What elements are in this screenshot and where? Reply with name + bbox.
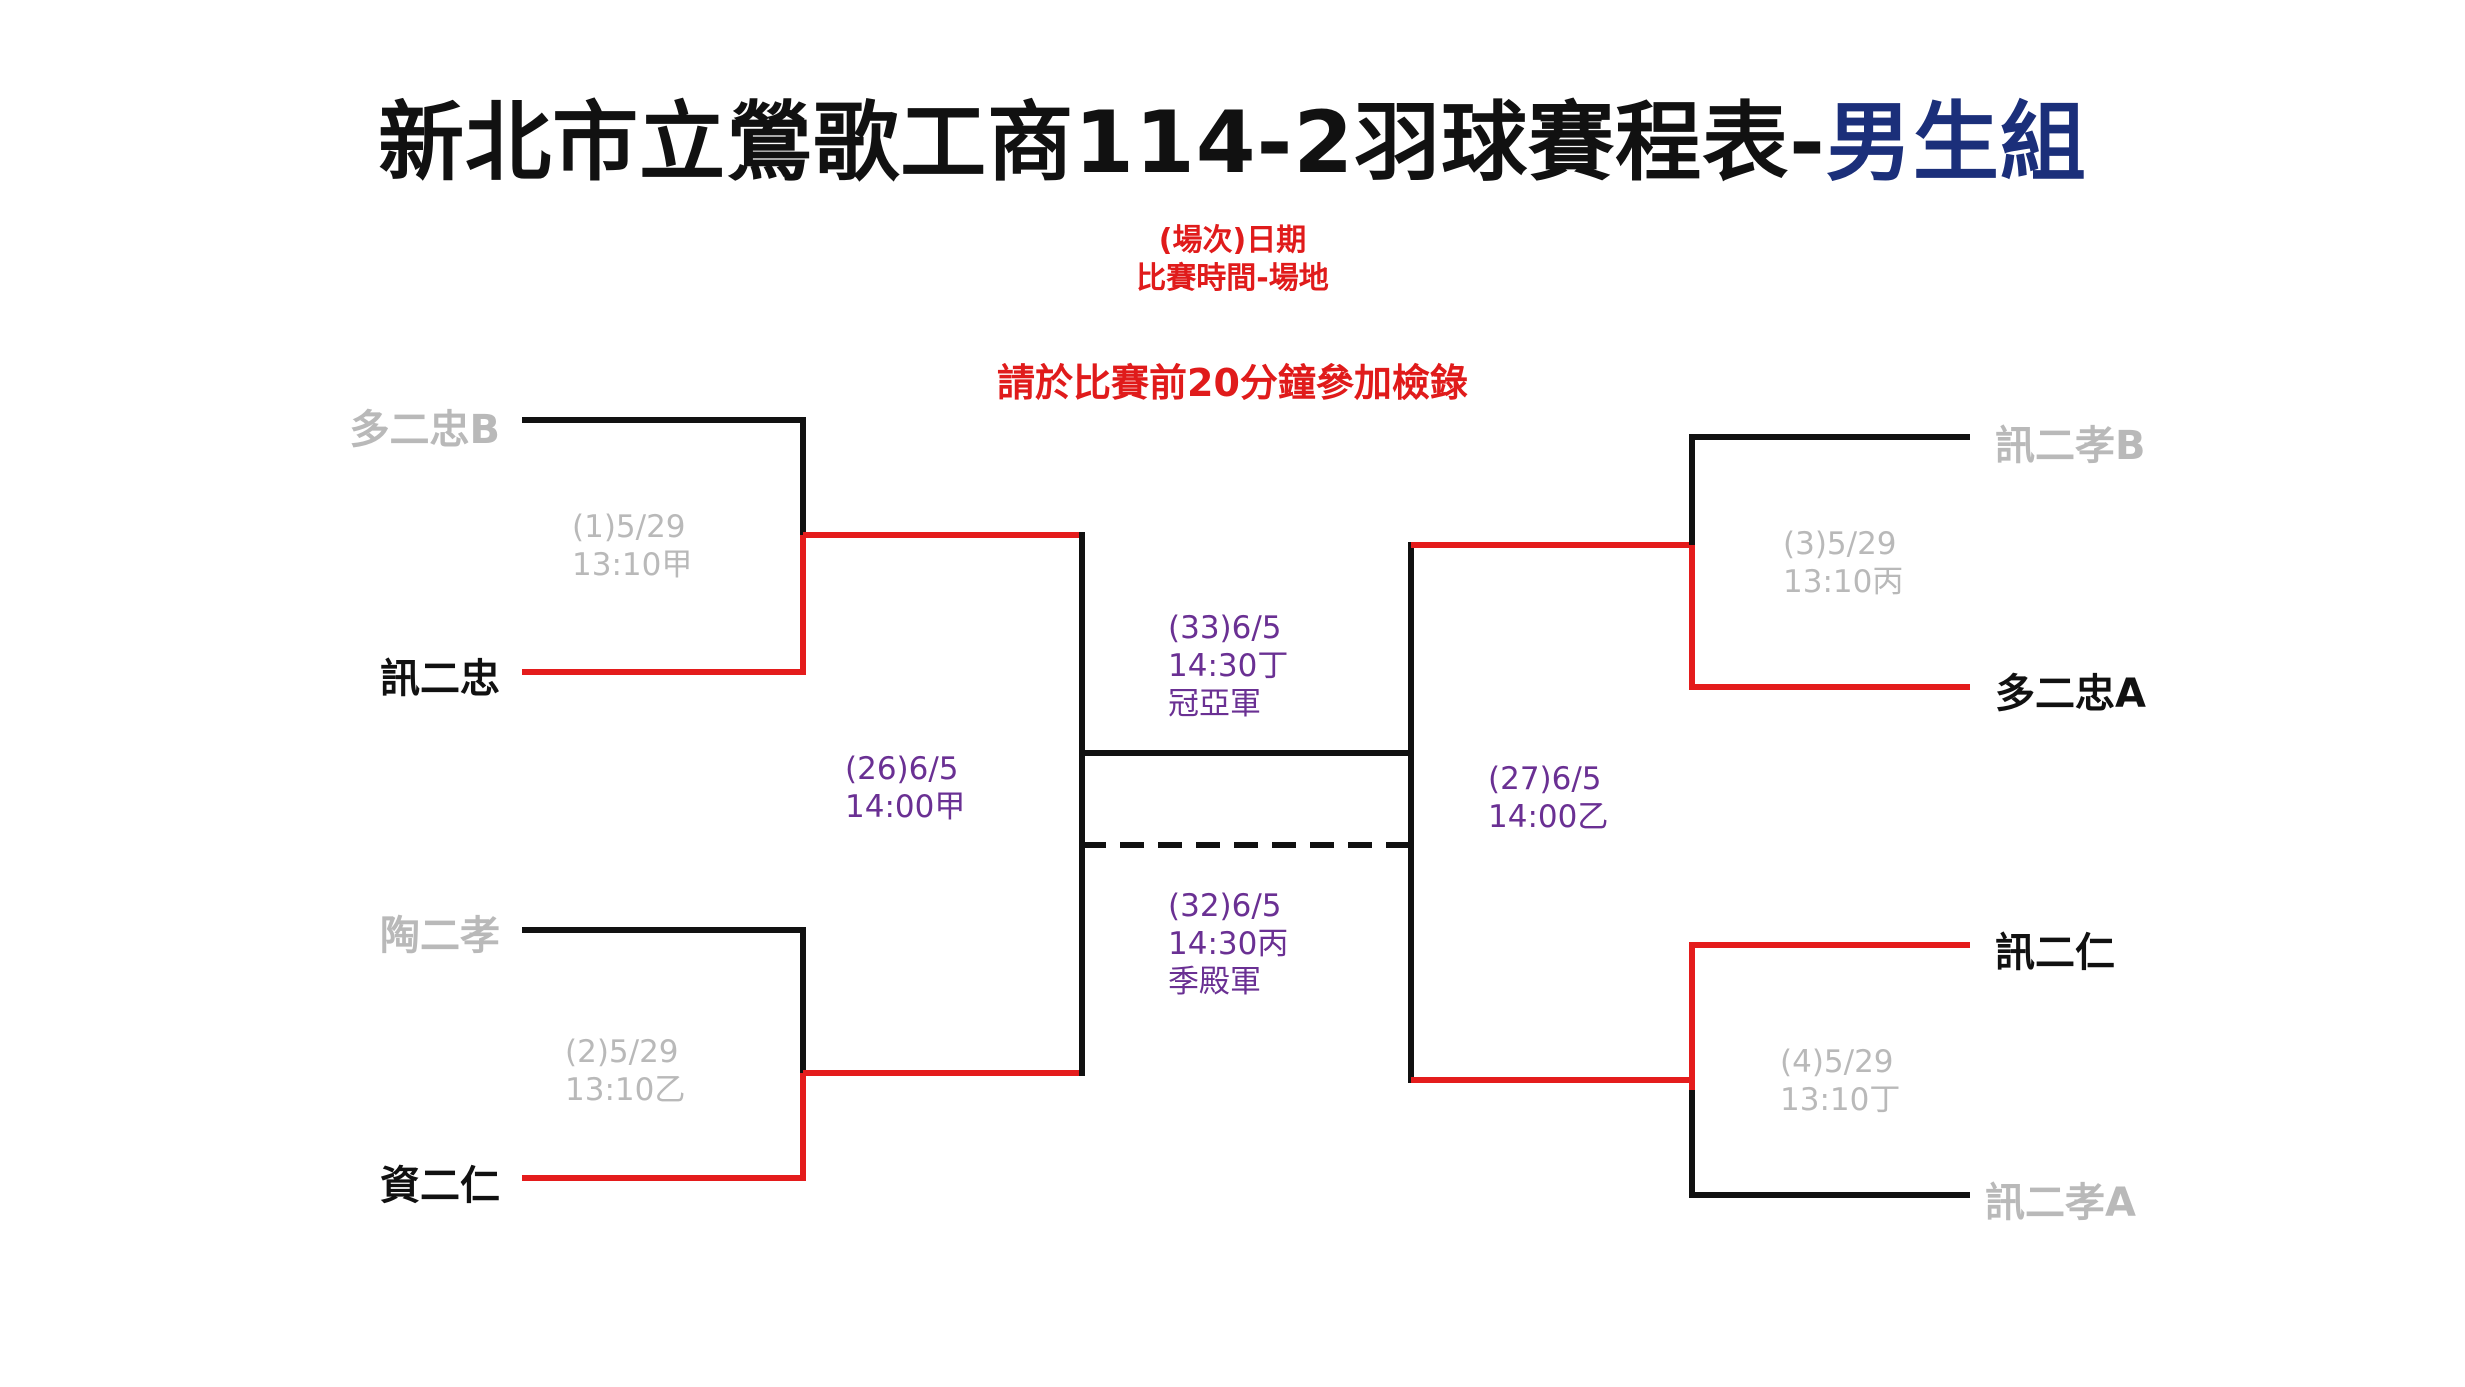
match-33-date: (33)6/5 <box>1168 610 1282 646</box>
match-33-label: 冠亞軍 <box>1168 686 1261 722</box>
title-main: 新北市立鶯歌工商114-2羽球賽程表- <box>378 93 1826 193</box>
team-left-top-b: 訊二忠 <box>380 656 500 702</box>
match-26-date: (26)6/5 <box>845 751 959 787</box>
legend-line-2: 比賽時間-場地 <box>1136 261 1329 296</box>
match-3: (3)5/29 13:10丙 <box>1783 525 1903 601</box>
match-27-date: (27)6/5 <box>1488 761 1602 797</box>
page-title: 新北市立鶯歌工商114-2羽球賽程表-男生組 <box>0 72 2465 197</box>
team-left-bot-a: 陶二孝 <box>380 913 500 959</box>
team-right-top-b: 多二忠A <box>1995 671 2146 717</box>
match-1-time: 13:10甲 <box>572 547 693 583</box>
match-26: (26)6/5 14:00甲 <box>845 750 965 826</box>
match-4-date: (4)5/29 <box>1780 1044 1894 1080</box>
title-group: 男生組 <box>1825 93 2087 193</box>
match-32-date: (32)6/5 <box>1168 888 1282 924</box>
team-left-bot-b: 資二仁 <box>380 1163 500 1209</box>
match-3-time: 13:10丙 <box>1783 564 1904 600</box>
match-33-final: (33)6/5 14:30丁 冠亞軍 <box>1168 609 1288 723</box>
match-2: (2)5/29 13:10乙 <box>565 1033 685 1109</box>
team-right-bot-b: 訊二孝A <box>1985 1180 2136 1226</box>
match-26-time: 14:00甲 <box>845 789 966 825</box>
match-32-third-place: (32)6/5 14:30丙 季殿軍 <box>1168 887 1288 1001</box>
legend-line-1: (場次)日期 <box>1158 223 1307 258</box>
match-3-date: (3)5/29 <box>1783 526 1897 562</box>
match-4-time: 13:10丁 <box>1780 1082 1901 1118</box>
legend: (場次)日期 比賽時間-場地 <box>0 222 2465 298</box>
match-1: (1)5/29 13:10甲 <box>572 508 692 584</box>
match-27-time: 14:00乙 <box>1488 799 1609 835</box>
team-right-top-a: 訊二孝B <box>1995 423 2146 469</box>
match-1-date: (1)5/29 <box>572 509 686 545</box>
match-4: (4)5/29 13:10丁 <box>1780 1043 1900 1119</box>
match-32-time: 14:30丙 <box>1168 926 1289 962</box>
team-right-bot-a: 訊二仁 <box>1995 930 2115 976</box>
match-32-label: 季殿軍 <box>1168 964 1261 1000</box>
match-33-time: 14:30丁 <box>1168 648 1289 684</box>
match-2-date: (2)5/29 <box>565 1034 679 1070</box>
match-27: (27)6/5 14:00乙 <box>1488 760 1608 836</box>
check-in-notice: 請於比賽前20分鐘參加檢錄 <box>997 361 1468 405</box>
team-left-top-a: 多二忠B <box>349 407 501 453</box>
match-2-time: 13:10乙 <box>565 1072 686 1108</box>
